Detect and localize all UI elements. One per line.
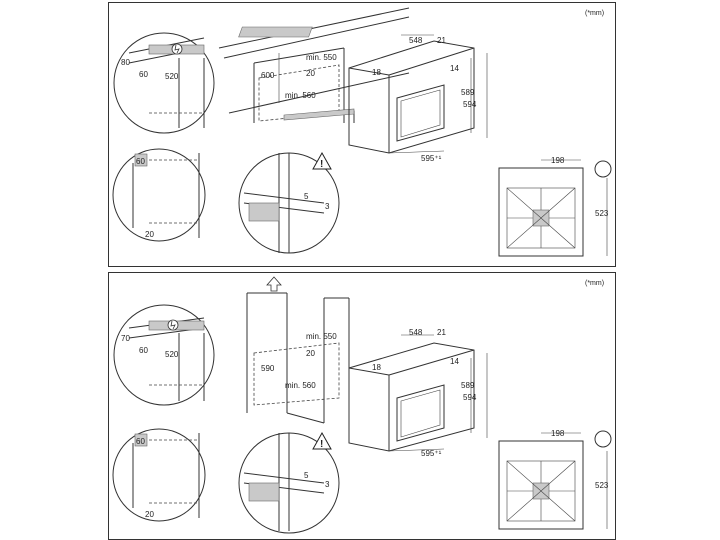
dim-14: 14 bbox=[450, 64, 459, 73]
oven-front-view bbox=[498, 167, 584, 257]
upward-arrow-icon bbox=[266, 276, 282, 292]
dim-20b: 20 bbox=[145, 230, 154, 239]
detail-bottom-lines bbox=[132, 433, 200, 518]
warning-icon: ! bbox=[312, 151, 332, 170]
dim-60a: 60 bbox=[139, 70, 148, 79]
dim-min560: min. 560 bbox=[285, 381, 316, 390]
dim-min550: min. 550 bbox=[306, 332, 337, 341]
svg-text:!: ! bbox=[320, 439, 323, 450]
dim-60b: 60 bbox=[136, 437, 145, 446]
countertop bbox=[218, 7, 410, 114]
dim-18: 18 bbox=[372, 68, 381, 77]
detail-circle-bottom bbox=[112, 148, 206, 242]
oven-front-view bbox=[498, 440, 584, 530]
svg-text:!: ! bbox=[320, 159, 323, 170]
oven-side-view-icon bbox=[348, 40, 475, 154]
electrical-symbol-icon bbox=[167, 319, 179, 331]
dim-min560: min. 560 bbox=[285, 91, 316, 100]
dim-590: 590 bbox=[261, 364, 275, 373]
oven-side-view-icon bbox=[348, 342, 475, 452]
dim-595: 595⁺¹ bbox=[421, 449, 442, 458]
dim-589: 589 bbox=[461, 88, 475, 97]
dim-60b: 60 bbox=[136, 157, 145, 166]
dim-20a: 20 bbox=[306, 69, 315, 78]
dim-198: 198 bbox=[551, 429, 565, 438]
detail-circle-top bbox=[113, 32, 215, 134]
dim-594: 594 bbox=[463, 393, 477, 402]
dim-600: 600 bbox=[261, 71, 275, 80]
dim-20a: 20 bbox=[306, 349, 315, 358]
dim-21: 21 bbox=[437, 36, 446, 45]
electrical-symbol-icon bbox=[171, 43, 183, 55]
dim-20b: 20 bbox=[145, 510, 154, 519]
detail-fixing-lines bbox=[243, 433, 325, 531]
cabinet-icon bbox=[253, 47, 355, 123]
detail-circle-top bbox=[113, 304, 215, 406]
dim-198: 198 bbox=[551, 156, 565, 165]
dim-3: 3 bbox=[325, 480, 330, 489]
unit-note: (*mm) bbox=[585, 280, 604, 287]
dim-523: 523 bbox=[595, 209, 609, 218]
dim-523: 523 bbox=[595, 481, 609, 490]
dim-5: 5 bbox=[304, 471, 309, 480]
dim-520: 520 bbox=[165, 350, 179, 359]
dim-21: 21 bbox=[437, 328, 446, 337]
dim-594: 594 bbox=[463, 100, 477, 109]
cabinet-icon bbox=[246, 292, 350, 424]
dim-14: 14 bbox=[450, 357, 459, 366]
installation-panel-under-counter: (*mm) 80 60 520 600 min. 550 20 min. 560 bbox=[108, 2, 616, 267]
detail-fixing-lines bbox=[243, 153, 325, 253]
dim-min550: min. 550 bbox=[306, 53, 337, 62]
detail-bottom-lines bbox=[132, 153, 200, 238]
dim-548: 548 bbox=[409, 328, 423, 337]
dim-60a: 60 bbox=[139, 346, 148, 355]
detail-circle-bottom bbox=[112, 428, 206, 522]
unit-note: (*mm) bbox=[585, 10, 604, 17]
dim-18: 18 bbox=[372, 363, 381, 372]
dim-3: 3 bbox=[325, 202, 330, 211]
dim-520: 520 bbox=[165, 72, 179, 81]
warning-icon: ! bbox=[312, 431, 332, 450]
installation-panel-column: (*mm) 70 60 520 590 min. 550 20 min. 560 bbox=[108, 272, 616, 540]
dim-595: 595⁺¹ bbox=[421, 154, 442, 163]
connection-circle bbox=[594, 160, 612, 178]
dim-70: 70 bbox=[121, 334, 130, 343]
dim-5: 5 bbox=[304, 192, 309, 201]
connection-circle bbox=[594, 430, 612, 448]
dim-80: 80 bbox=[121, 58, 130, 67]
dim-548: 548 bbox=[409, 36, 423, 45]
dim-589: 589 bbox=[461, 381, 475, 390]
